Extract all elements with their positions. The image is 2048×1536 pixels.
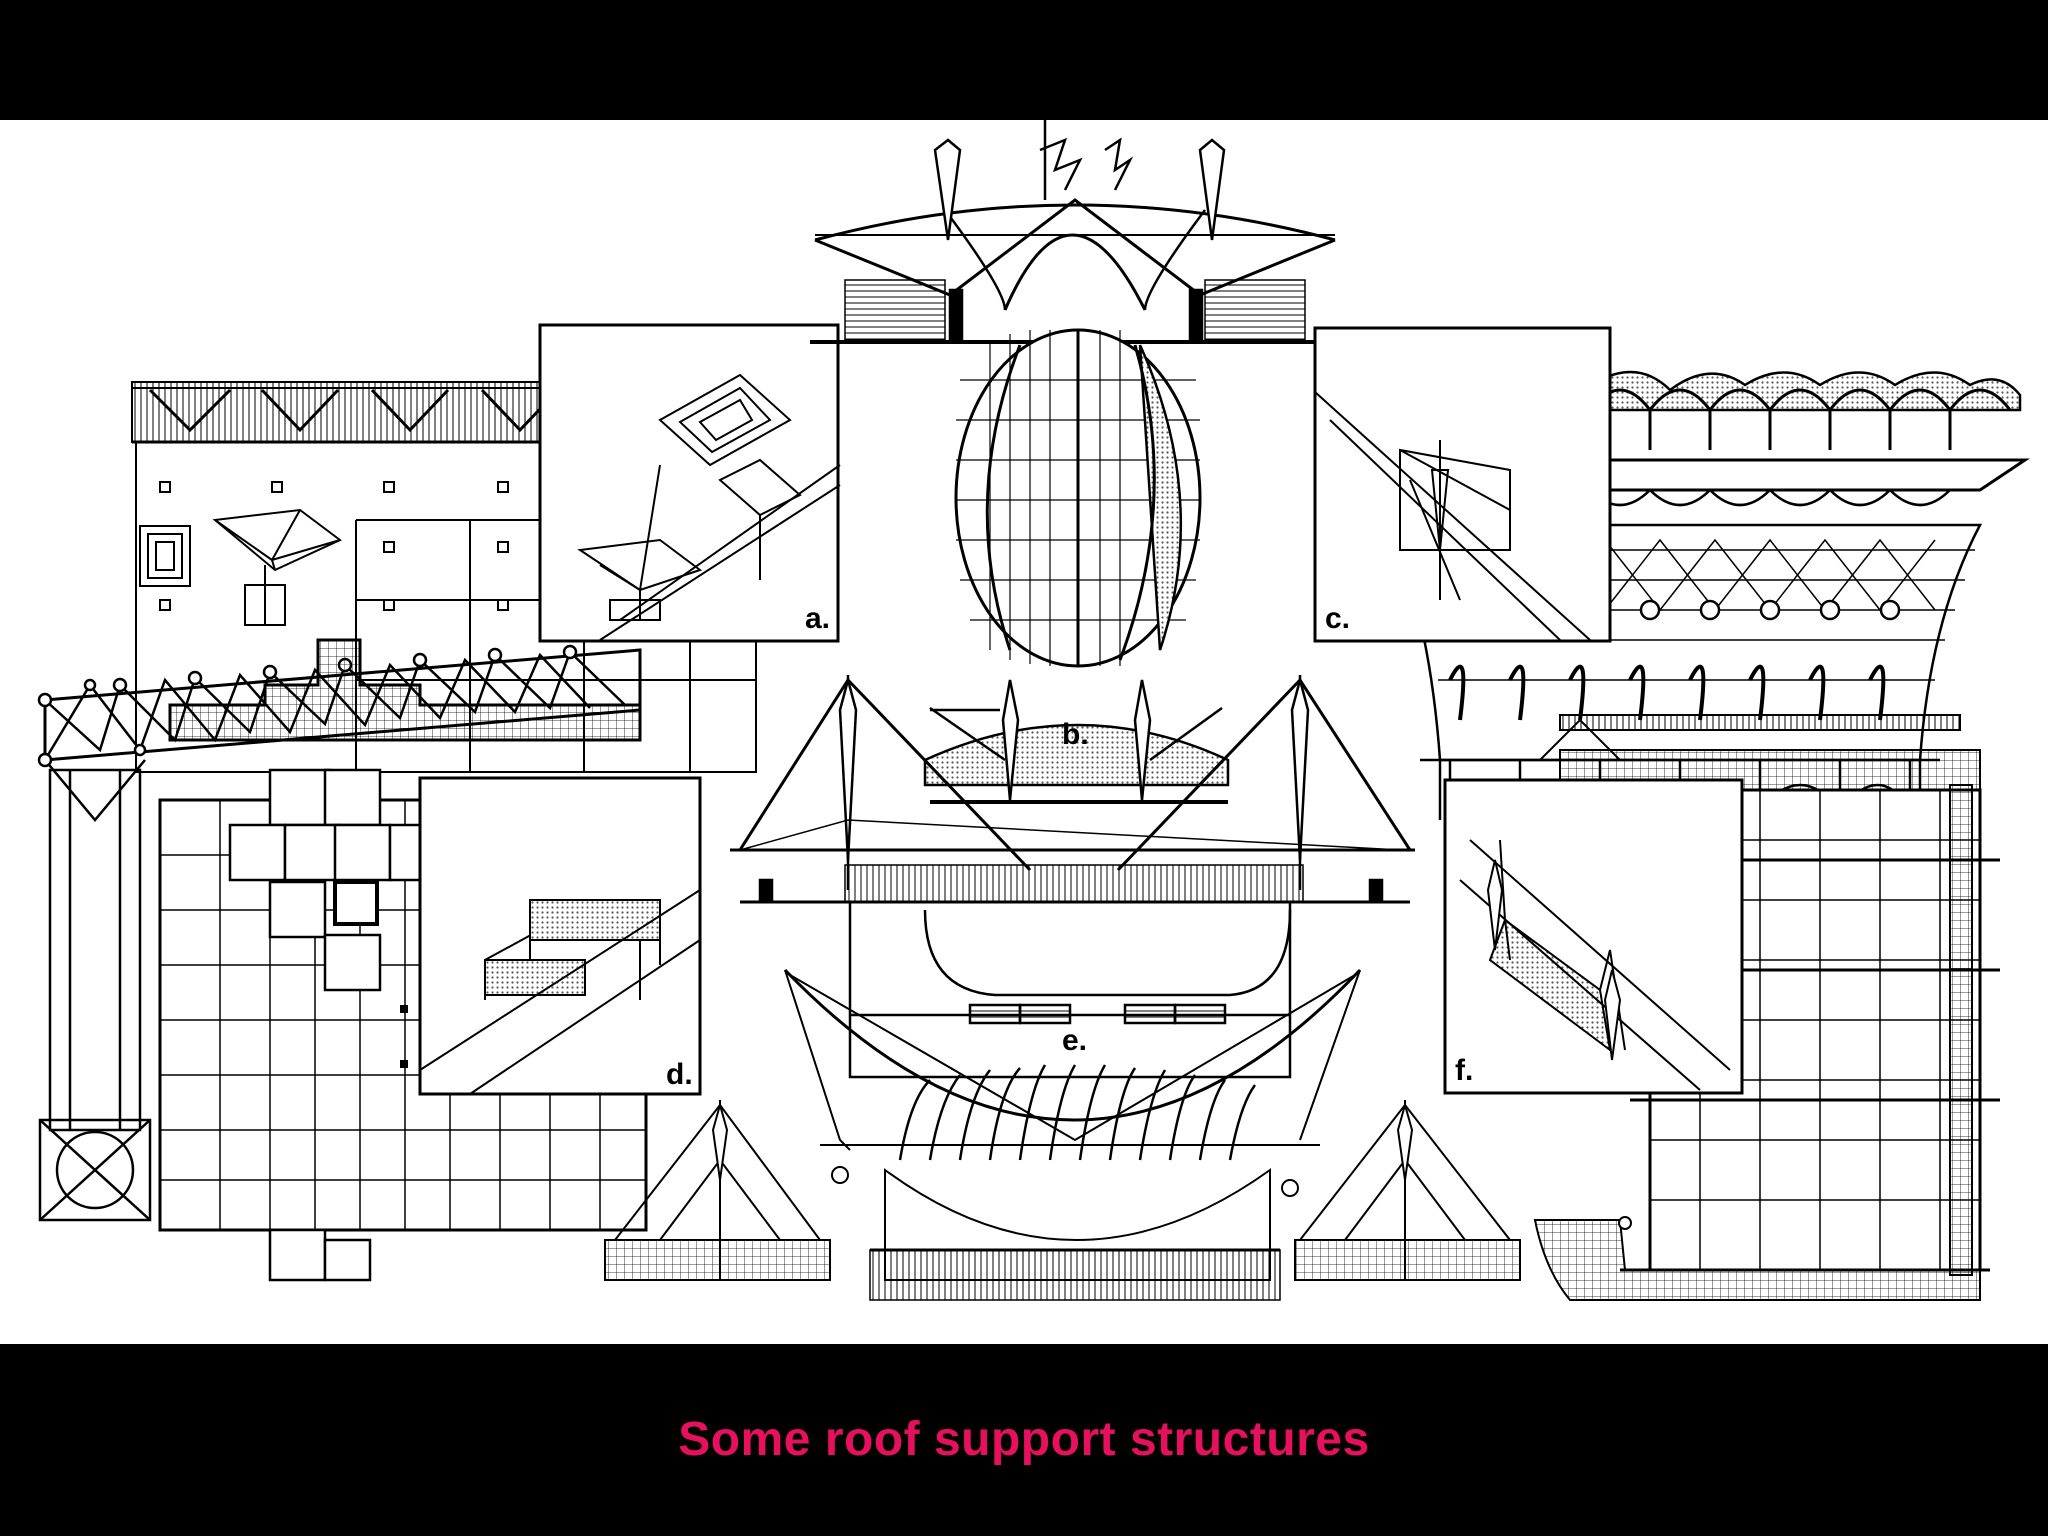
roof-structures-diagram: a. b. c. d. e. f.: [37, 120, 2030, 1301]
label-a: a.: [805, 602, 830, 635]
label-b: b.: [1062, 718, 1089, 751]
inset-c-mast-perspective: [1313, 326, 1612, 643]
bottom-arena-structures: [604, 968, 1521, 1301]
inset-d-box-perspective: [418, 776, 702, 1096]
center-oval-structure-b: [810, 120, 1340, 804]
center-mast-structure-e: [730, 675, 1415, 1079]
top-black-band: [0, 0, 2048, 120]
architectural-drawing-panel: a. b. c. d. e. f.: [0, 120, 2048, 1344]
label-d: d.: [666, 1058, 693, 1091]
slide-caption: Some roof support structures: [678, 1413, 1370, 1466]
inset-a-umbrella-perspective: [538, 323, 841, 643]
inset-f-cable-perspective: [1443, 778, 1744, 1095]
label-f: f.: [1455, 1054, 1473, 1087]
label-c: c.: [1325, 602, 1350, 635]
bottom-black-band: [0, 1344, 2048, 1536]
label-e: e.: [1062, 1024, 1087, 1057]
